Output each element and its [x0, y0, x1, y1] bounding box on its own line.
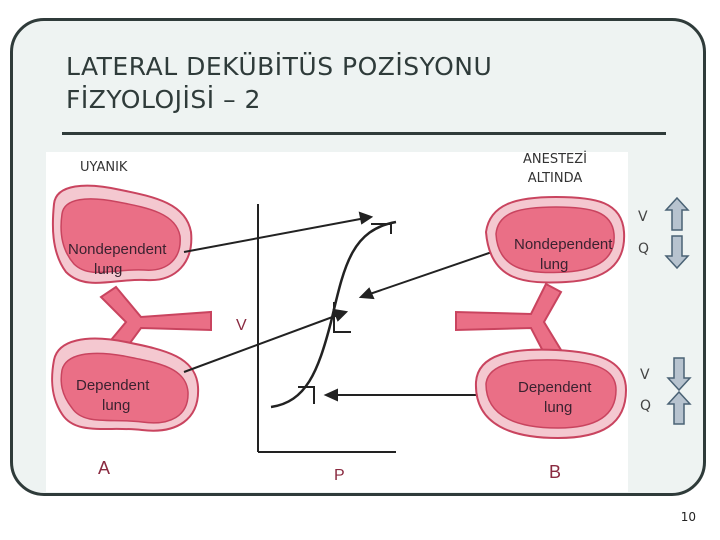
awake-label: UYANIK: [80, 160, 128, 175]
curve-arrows: [183, 211, 493, 402]
panel-a-label: A: [98, 458, 110, 478]
curve-v-label: V: [236, 317, 247, 334]
curve-p-label: P: [334, 467, 345, 484]
anesthesia-label: ANESTEZİ ALTINDA: [505, 150, 605, 188]
q-top-label: Q: [638, 241, 650, 257]
q-top-down-arrow-icon: [664, 235, 690, 270]
title-line-1: LATERAL DEKÜBİTÜS POZİSYONU: [66, 52, 493, 81]
panel-b-label: B: [549, 462, 561, 482]
v-top-label: V: [638, 209, 648, 225]
title-divider: [62, 132, 666, 135]
slide-title: LATERAL DEKÜBİTÜS POZİSYONU FİZYOLOJİSİ …: [66, 50, 626, 116]
page-number: 10: [680, 510, 696, 524]
compliance-curve: [270, 220, 397, 409]
anesthesia-line-2: ALTINDA: [527, 171, 583, 186]
q-bottom-label: Q: [640, 398, 652, 414]
right-bronchus: [455, 282, 563, 359]
v-bottom-label: V: [640, 367, 650, 383]
q-bottom-up-arrow-icon: [666, 390, 692, 425]
v-top-up-arrow-icon: [664, 196, 690, 231]
pressure-volume-curve: V P: [236, 204, 397, 484]
title-line-2: FİZYOLOJİSİ – 2: [66, 85, 261, 114]
anesthesia-line-1: ANESTEZİ: [523, 152, 587, 167]
v-bottom-down-arrow-icon: [666, 357, 692, 392]
